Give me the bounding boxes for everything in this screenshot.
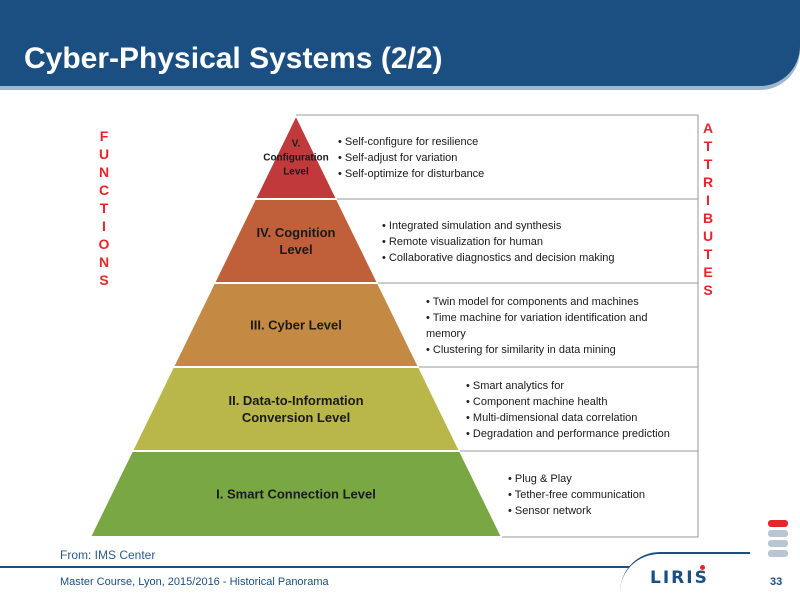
level-name-text: III. Cyber Level — [250, 317, 342, 332]
liris-logo: LIRIS — [650, 568, 709, 588]
attributes-letter: T — [704, 156, 713, 172]
attribute-bullet: • Time machine for variation identificat… — [426, 312, 648, 324]
source-credit: From: IMS Center — [60, 548, 156, 562]
attribute-bullet: • Smart analytics for — [466, 380, 564, 392]
footer-curve-decoration — [620, 552, 750, 602]
attribute-bullet: • Tether-free communication — [508, 489, 645, 501]
attribute-bullet: • Degradation and performance prediction — [466, 428, 670, 440]
attribute-bullet: • Multi-dimensional data correlation — [466, 412, 637, 424]
functions-letter: T — [100, 200, 109, 216]
attributes-letter: U — [703, 228, 713, 244]
level-name-text: Configuration — [263, 152, 329, 163]
functions-letter: N — [99, 254, 109, 270]
slide-title: Cyber-Physical Systems (2/2) — [24, 42, 443, 75]
level-name-text: Level — [279, 242, 312, 257]
attributes-letter: E — [703, 264, 712, 280]
title-bar — [0, 0, 800, 86]
attribute-bullet: • Twin model for components and machines — [426, 296, 639, 308]
corner-bar-decoration — [768, 520, 788, 527]
attribute-bullet: • Clustering for similarity in data mini… — [426, 344, 616, 356]
attributes-letter: S — [703, 282, 712, 298]
level-name-text: Level — [283, 166, 309, 177]
attribute-box-1 — [460, 450, 699, 538]
level-name-text: V. — [292, 138, 301, 149]
attributes-letter: I — [706, 192, 710, 208]
level-name-text: Conversion Level — [242, 410, 350, 425]
logo-dot-decoration — [700, 565, 705, 570]
footer-divider — [0, 566, 632, 568]
page-number: 33 — [770, 576, 783, 588]
corner-bar-decoration — [768, 550, 788, 557]
corner-bar-decoration — [768, 530, 788, 537]
functions-letter: N — [99, 164, 109, 180]
attribute-bullet: • Collaborative diagnostics and decision… — [382, 252, 615, 264]
attributes-letter: T — [704, 246, 713, 262]
level-name-text: I. Smart Connection Level — [216, 486, 376, 501]
attribute-bullet: • Integrated simulation and synthesis — [382, 220, 562, 232]
functions-letter: O — [99, 236, 110, 252]
corner-bar-decoration — [768, 540, 788, 547]
attribute-bullet: • Component machine health — [466, 396, 607, 408]
attribute-bullet: • Sensor network — [508, 505, 592, 517]
attribute-bullet: • Remote visualization for human — [382, 236, 543, 248]
attribute-bullet: • Self-adjust for variation — [338, 152, 457, 164]
functions-letter: U — [99, 146, 109, 162]
header-band: Cyber-Physical Systems (2/2) — [0, 0, 800, 100]
attribute-bullet: • Self-optimize for disturbance — [338, 168, 484, 180]
level-name-text: IV. Cognition — [257, 225, 336, 240]
attributes-letter: A — [703, 120, 713, 136]
course-label: Master Course, Lyon, 2015/2016 - Histori… — [60, 576, 329, 588]
attributes-letter: T — [704, 138, 713, 154]
attribute-bullet: • Plug & Play — [508, 473, 572, 485]
functions-letter: I — [102, 218, 106, 234]
attributes-letter: B — [703, 210, 713, 226]
attribute-bullet: memory — [426, 328, 466, 340]
attributes-letter: R — [703, 174, 713, 190]
attribute-bullet: • Self-configure for resilience — [338, 136, 478, 148]
level-name-text: II. Data-to-Information — [228, 393, 363, 408]
functions-letter: C — [99, 182, 109, 198]
functions-letter: S — [99, 272, 108, 288]
functions-letter: F — [100, 128, 109, 144]
